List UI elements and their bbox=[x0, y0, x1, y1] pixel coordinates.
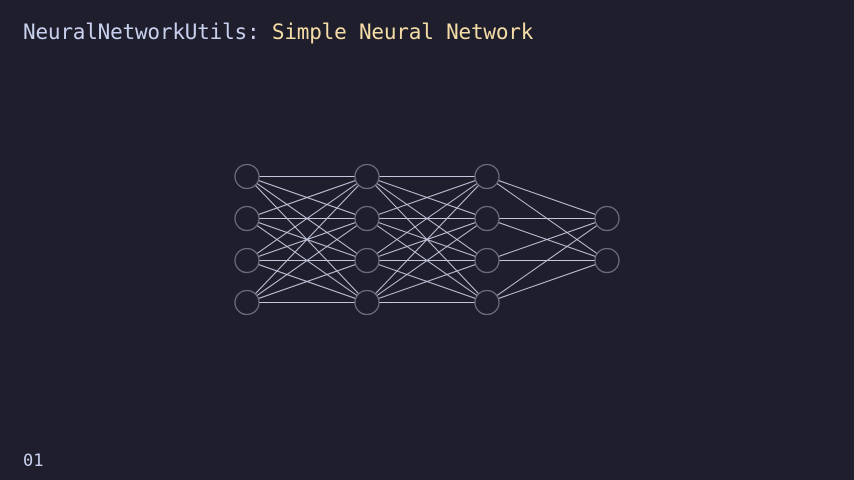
node-layer3-4 bbox=[474, 289, 500, 316]
edge-l2-n3-to-n0 bbox=[486, 218, 608, 303]
node-layer2-1 bbox=[354, 163, 380, 190]
nodes-group bbox=[234, 163, 620, 316]
edge-l0-n1-to-n0 bbox=[246, 176, 368, 219]
edge-l0-n2-to-n0 bbox=[246, 176, 368, 261]
node-layer3-2 bbox=[474, 205, 500, 232]
edge-l2-n3-to-n1 bbox=[486, 260, 608, 303]
node-layer1-4 bbox=[234, 289, 260, 316]
node-layer1-3 bbox=[234, 247, 260, 274]
node-layer1-1 bbox=[234, 163, 260, 190]
edge-l0-n3-to-n0 bbox=[246, 176, 368, 303]
edge-l1-n3-to-n2 bbox=[366, 260, 488, 303]
edge-l2-n0-to-n0 bbox=[486, 176, 608, 219]
edge-l0-n3-to-n1 bbox=[246, 218, 368, 303]
node-layer1-2 bbox=[234, 205, 260, 232]
edge-l1-n2-to-n0 bbox=[366, 176, 488, 261]
node-layer2-2 bbox=[354, 205, 380, 232]
slide-number: 01 bbox=[23, 451, 44, 471]
edges-group bbox=[246, 176, 608, 303]
title-name: Simple Neural Network bbox=[271, 20, 534, 44]
edge-l1-n1-to-n0 bbox=[366, 176, 488, 219]
node-layer2-4 bbox=[354, 289, 380, 316]
title-prefix: NeuralNetworkUtils: bbox=[23, 20, 260, 44]
edge-l2-n2-to-n0 bbox=[486, 218, 608, 261]
edge-l0-n3-to-n2 bbox=[246, 260, 368, 303]
node-layer3-1 bbox=[474, 163, 500, 190]
node-layer3-3 bbox=[474, 247, 500, 274]
edge-l1-n3-to-n1 bbox=[366, 218, 488, 303]
node-layer4-1 bbox=[594, 205, 620, 232]
page-title: NeuralNetworkUtils: Simple Neural Networ… bbox=[23, 18, 533, 46]
node-layer4-2 bbox=[594, 247, 620, 274]
node-layer2-3 bbox=[354, 247, 380, 274]
edge-l1-n3-to-n0 bbox=[366, 176, 488, 303]
